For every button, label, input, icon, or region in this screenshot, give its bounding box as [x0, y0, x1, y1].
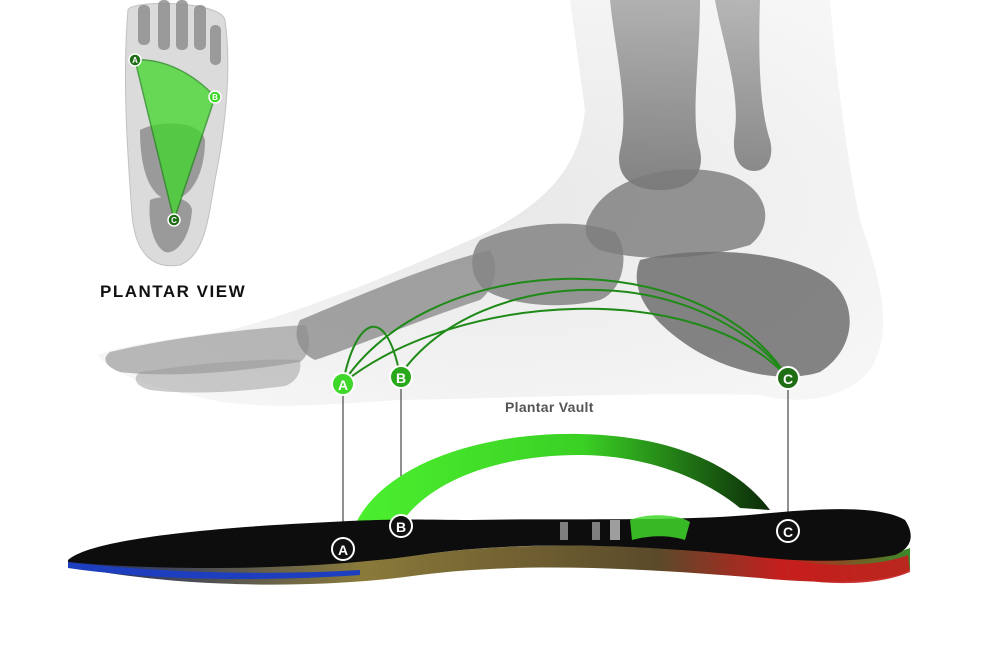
foot-marker-a-label: A	[338, 377, 348, 393]
foot-marker-c-label: C	[783, 371, 793, 387]
foot-marker-c: C	[777, 367, 799, 389]
plantar-marker-b: B	[209, 91, 221, 103]
insole-marker-c: C	[777, 520, 799, 542]
plantar-marker-c: C	[168, 214, 180, 226]
tibia-bone	[610, 0, 701, 190]
insole-marker-c-label: C	[783, 524, 793, 540]
insole-marker-b-label: B	[396, 519, 406, 535]
foot-marker-a: A	[332, 373, 354, 395]
foot-marker-b-label: B	[396, 370, 406, 386]
plantar-marker-a: A	[129, 54, 141, 66]
plantar-marker-a-label: A	[132, 56, 138, 65]
foot-marker-b: B	[390, 366, 412, 388]
plantar-marker-c-label: C	[171, 216, 177, 225]
insole-marker-a: A	[332, 538, 354, 560]
insole-illustration	[68, 434, 911, 585]
plantar-vault-label: Plantar Vault	[505, 399, 594, 415]
insole-arch-support	[355, 434, 770, 525]
plantar-view-label: PLANTAR VIEW	[100, 282, 246, 302]
insole-marker-a-label: A	[338, 542, 348, 558]
plantar-marker-b-label: B	[212, 93, 218, 102]
plantar-view-illustration: A B C	[125, 0, 227, 266]
insole-marker-b: B	[390, 515, 412, 537]
